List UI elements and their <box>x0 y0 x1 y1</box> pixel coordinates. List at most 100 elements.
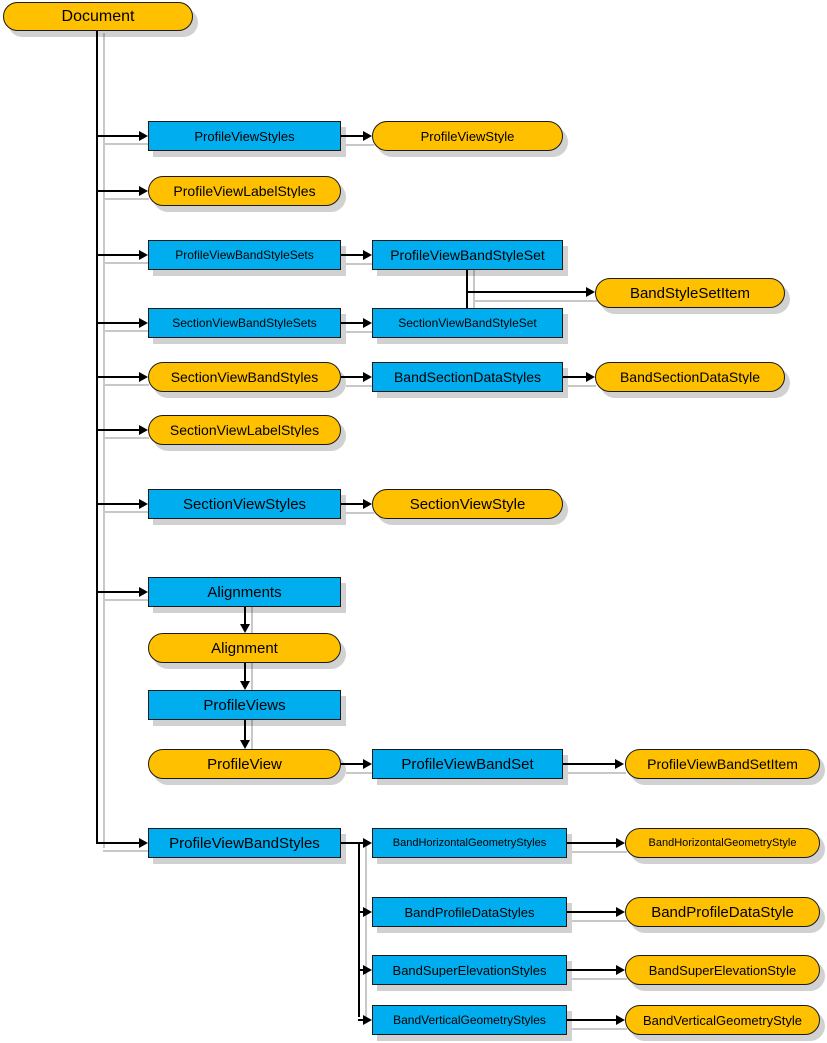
node-label-sectionViewStyle: SectionViewStyle <box>409 496 526 512</box>
branch-section-view-band-styles <box>96 376 142 378</box>
arrow-profile-view-style <box>363 131 372 141</box>
node-bandHorizontalGeometryStyle[interactable]: BandHorizontalGeometryStyle <box>625 828 820 858</box>
node-sectionViewBandStyleSets[interactable]: SectionViewBandStyleSets <box>148 308 341 338</box>
chain-shadow-1 <box>251 607 253 635</box>
arrow-section-view-band-styles <box>139 372 148 382</box>
arrow-profile-view <box>240 740 250 749</box>
node-sectionViewBandStyles[interactable]: SectionViewBandStyles <box>148 362 341 392</box>
node-label-bandSuperElevationStyles: BandSuperElevationStyles <box>392 963 547 977</box>
link-band-super-elevation-style <box>567 969 620 971</box>
branch-section-view-label-styles <box>96 429 142 431</box>
node-alignments[interactable]: Alignments <box>148 577 341 607</box>
arrow-profile-view-styles <box>139 131 148 141</box>
branch-shadow-5 <box>103 384 149 386</box>
link-section-view-style <box>341 503 367 505</box>
branch-shadow-7 <box>103 511 149 513</box>
node-bandProfileDataStyle[interactable]: BandProfileDataStyle <box>625 897 820 927</box>
node-document[interactable]: Document <box>3 2 193 31</box>
chain-alignment-profileviews <box>244 663 246 683</box>
branch-shadow-3 <box>103 262 149 264</box>
node-label-alignments: Alignments <box>207 584 282 600</box>
link-profile-view-style <box>341 135 367 137</box>
link-shadow-bhgs <box>572 851 627 853</box>
link-shadow-pvbs <box>568 772 626 774</box>
node-bandHorizontalGeometryStyles[interactable]: BandHorizontalGeometryStyles <box>372 828 567 858</box>
arrow-profile-view-band-style-set <box>363 250 372 260</box>
arrow-section-view-band-style-set <box>363 318 372 328</box>
elbow-band-style-set-item-bottom <box>466 292 468 310</box>
node-label-profileViewBandStyleSets: ProfileViewBandStyleSets <box>175 249 314 261</box>
node-sectionViewBandStyleSet[interactable]: SectionViewBandStyleSet <box>372 308 563 338</box>
node-label-bandVerticalGeometryStyle: BandVerticalGeometryStyle <box>643 1013 802 1027</box>
node-profileViewBandSetItem[interactable]: ProfileViewBandSetItem <box>625 749 820 779</box>
link-shadow-svbs <box>346 385 374 387</box>
arrow-band-vertical-geometry-styles <box>363 1015 372 1025</box>
node-bandStyleSetItem[interactable]: BandStyleSetItem <box>595 278 785 308</box>
arrow-profile-view-label-styles <box>139 186 148 196</box>
node-bandVerticalGeometryStyle[interactable]: BandVerticalGeometryStyle <box>625 1005 820 1035</box>
node-label-profileView: ProfileView <box>207 756 282 772</box>
chain-profileviews-profileview <box>244 720 246 742</box>
node-label-alignment: Alignment <box>211 640 278 656</box>
elbow-band-style-set-item-h <box>466 291 590 293</box>
arrow-section-view-band-style-sets <box>139 318 148 328</box>
link-band-section-data-style <box>563 376 589 378</box>
node-label-bandProfileDataStyles: BandProfileDataStyles <box>404 905 535 919</box>
node-profileViewLabelStyles[interactable]: ProfileViewLabelStyles <box>148 176 341 206</box>
node-profileViewBandStyleSet[interactable]: ProfileViewBandStyleSet <box>372 240 563 270</box>
node-bandSuperElevationStyles[interactable]: BandSuperElevationStyles <box>372 955 567 985</box>
arrow-profile-view-band-style-sets <box>139 250 148 260</box>
branch-shadow-8 <box>103 599 149 601</box>
node-label-profileViewBandSetItem: ProfileViewBandSetItem <box>647 757 798 771</box>
arrow-profile-view-band-set <box>363 759 372 769</box>
node-label-document: Document <box>61 8 135 25</box>
link-profile-view-band-set <box>341 763 367 765</box>
node-label-profileViewBandStyles: ProfileViewBandStyles <box>169 835 320 851</box>
node-sectionViewStyles[interactable]: SectionViewStyles <box>148 489 341 519</box>
arrow-band-vertical-geometry-style <box>616 1015 625 1025</box>
arrow-band-horizontal-geometry-styles <box>363 838 372 848</box>
node-label-sectionViewBandStyles: SectionViewBandStyles <box>170 370 319 384</box>
branch-profile-view-band-style-sets <box>96 254 142 256</box>
link-band-profile-data-style <box>567 911 620 913</box>
node-profileViewStyles[interactable]: ProfileViewStyles <box>148 121 341 151</box>
node-sectionViewLabelStyles[interactable]: SectionViewLabelStyles <box>148 415 341 445</box>
node-bandProfileDataStyles[interactable]: BandProfileDataStyles <box>372 897 567 927</box>
branch-shadow-2 <box>103 198 149 200</box>
node-label-profileViewBandSet: ProfileViewBandSet <box>401 756 534 772</box>
link-shadow-pvbss <box>346 263 374 265</box>
node-label-profileViewStyle: ProfileViewStyle <box>420 129 515 143</box>
chain-alignments-alignment <box>244 607 246 627</box>
node-profileViews[interactable]: ProfileViews <box>148 690 341 720</box>
link-shadow-svbss <box>346 331 374 333</box>
node-profileViewBandStyleSets[interactable]: ProfileViewBandStyleSets <box>148 240 341 270</box>
arrow-band-super-elevation-styles <box>363 965 372 975</box>
elbow-shadow-h-bsi <box>473 300 597 302</box>
fan-stub <box>341 842 367 844</box>
node-bandVerticalGeometryStyles[interactable]: BandVerticalGeometryStyles <box>372 1005 567 1035</box>
node-bandSectionDataStyle[interactable]: BandSectionDataStyle <box>595 362 785 392</box>
branch-shadow-6 <box>103 437 149 439</box>
link-shadow-bvgs <box>572 1028 627 1030</box>
link-shadow-bses <box>572 978 627 980</box>
branch-profile-view-styles <box>96 135 142 137</box>
node-bandSuperElevationStyle[interactable]: BandSuperElevationStyle <box>625 955 820 985</box>
node-alignment[interactable]: Alignment <box>148 633 341 663</box>
fan-shadow-trunk <box>365 845 367 1020</box>
arrow-band-profile-data-style <box>616 907 625 917</box>
arrow-section-view-styles <box>139 499 148 509</box>
arrow-band-profile-data-styles <box>363 907 372 917</box>
fan-trunk <box>358 842 360 1017</box>
node-bandSectionDataStyles[interactable]: BandSectionDataStyles <box>372 362 563 392</box>
branch-section-view-band-style-sets <box>96 322 142 324</box>
arrow-band-section-data-styles <box>363 372 372 382</box>
node-profileViewStyle[interactable]: ProfileViewStyle <box>372 121 563 151</box>
node-profileViewBandSet[interactable]: ProfileViewBandSet <box>372 749 563 779</box>
node-profileViewBandStyles[interactable]: ProfileViewBandStyles <box>148 828 341 858</box>
arrow-profile-views <box>240 681 250 690</box>
node-sectionViewStyle[interactable]: SectionViewStyle <box>372 489 563 519</box>
node-profileView[interactable]: ProfileView <box>148 749 341 779</box>
link-profile-view-band-set-item <box>563 763 619 765</box>
node-label-bandHorizontalGeometryStyle: BandHorizontalGeometryStyle <box>648 837 797 849</box>
